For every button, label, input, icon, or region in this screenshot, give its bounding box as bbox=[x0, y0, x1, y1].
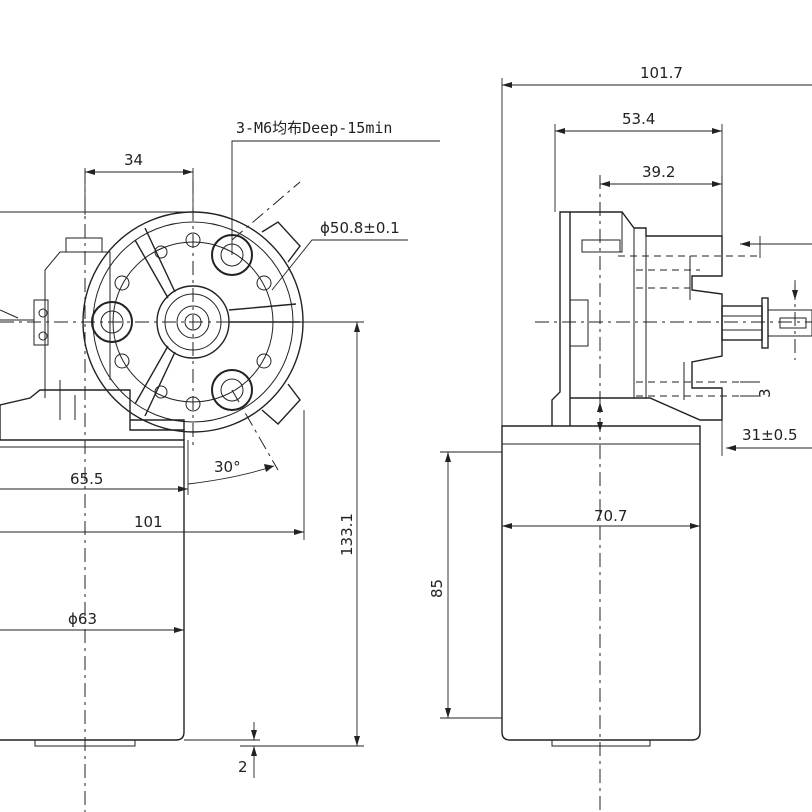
dim-31: 31±0.5 bbox=[742, 426, 798, 444]
front-view: 3-M6均布Deep-15min 34 ϕ50.8±0.1 30° 65.5 1… bbox=[0, 119, 440, 812]
gearbox-side bbox=[570, 211, 723, 421]
dim-angle: 30° bbox=[214, 458, 241, 476]
dim-85: 85 bbox=[428, 579, 446, 598]
dim-39-2: 39.2 bbox=[642, 163, 675, 181]
thread-note: 3-M6均布Deep-15min bbox=[236, 119, 392, 137]
dim-2: 2 bbox=[238, 758, 248, 776]
dim-65-5: 65.5 bbox=[70, 470, 103, 488]
dim-101: 101 bbox=[134, 513, 163, 531]
motor-can bbox=[501, 425, 701, 741]
dim-63: ϕ63 bbox=[68, 610, 97, 628]
dim-34: 34 bbox=[124, 151, 143, 169]
dim-70-7: 70.7 bbox=[594, 507, 627, 525]
dim-hole-diameter: ϕ50.8±0.1 bbox=[320, 219, 400, 237]
dim-101-7: 101.7 bbox=[640, 64, 683, 82]
dim-133-1: 133.1 bbox=[338, 513, 356, 556]
dim-3: 3 bbox=[756, 388, 774, 398]
motor-body-outline bbox=[0, 439, 185, 741]
side-view: 101.7 53.4 39.2 3 31±0.5 70.7 bbox=[428, 64, 812, 812]
dim-53-4: 53.4 bbox=[622, 110, 655, 128]
